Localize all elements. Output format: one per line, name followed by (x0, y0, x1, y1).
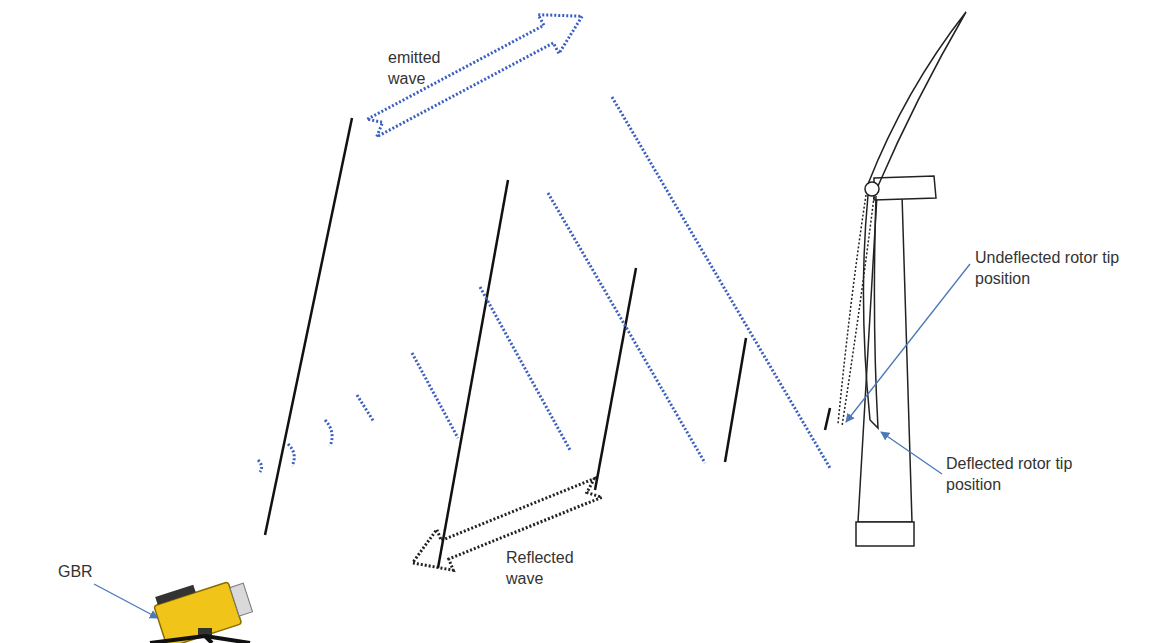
emitted-wavefronts (258, 97, 830, 472)
annotation-label: Undeflected rotor tip position (975, 248, 1125, 290)
annotation-label: emitted wave (388, 48, 468, 90)
annotation-label: Reflected wave (506, 548, 601, 590)
annotation-label: Deflected rotor tip position (946, 454, 1096, 496)
emitted-arrow (362, 0, 593, 147)
annotation-label: GBR (58, 562, 93, 583)
radar-device (150, 570, 255, 643)
reflected-wavefronts (265, 118, 830, 568)
reflected-arrow (404, 468, 606, 584)
leader-lines (94, 264, 970, 618)
